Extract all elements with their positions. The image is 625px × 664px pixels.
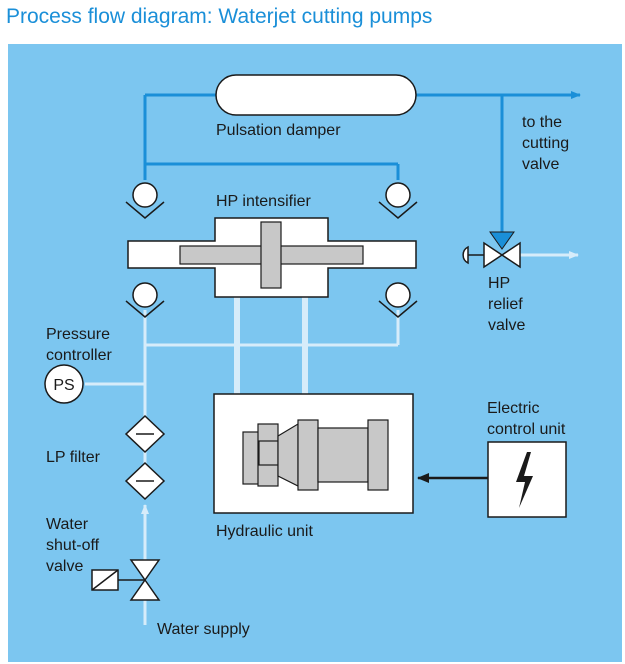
shutoff-valve-label-3: valve <box>46 558 83 575</box>
hydraulic-motor <box>242 419 389 491</box>
hp-relief-label-2: relief <box>488 296 523 313</box>
filter-icon <box>124 461 166 501</box>
shutoff-valve-label-1: Water <box>46 516 89 533</box>
hydraulic-unit-label: Hydraulic unit <box>216 523 313 540</box>
diagram-panel <box>8 44 622 662</box>
hp-intensifier-label: HP intensifier <box>216 193 312 210</box>
solenoid-valve-icon <box>91 559 161 601</box>
check-valve-icon <box>378 182 418 219</box>
cutting-valve-label-2: cutting <box>522 135 569 152</box>
water-supply-label: Water supply <box>157 621 250 638</box>
electric-control-label-1: Electric <box>487 400 539 417</box>
lightning-bolt-icon <box>516 452 533 508</box>
pulsation-damper-label: Pulsation damper <box>216 122 341 139</box>
cutting-valve-label-3: valve <box>522 156 559 173</box>
pressure-controller-label-1: Pressure <box>46 326 110 343</box>
pulsation-damper <box>215 74 417 116</box>
hp-relief-valve <box>462 231 521 269</box>
filter-icon <box>124 414 166 454</box>
high-pressure-lines <box>143 91 581 232</box>
hp-relief-label-3: valve <box>488 317 525 334</box>
check-valve-icon <box>378 282 418 318</box>
cutting-valve-label-1: to the <box>522 114 562 131</box>
shutoff-valve-label-2: shut-off <box>46 537 100 554</box>
page-title: Process flow diagram: Waterjet cutting p… <box>6 5 433 28</box>
pressure-switch-label: PS <box>53 377 74 394</box>
intensifier-piston <box>260 221 282 289</box>
check-valve-icon <box>125 282 165 318</box>
pressure-switch <box>44 364 84 404</box>
lp-filter-label: LP filter <box>46 449 101 466</box>
check-valve-icon <box>125 182 165 219</box>
hp-relief-label-1: HP <box>488 275 510 292</box>
pressure-controller-label-2: controller <box>46 347 112 364</box>
electric-control-label-2: control unit <box>487 421 566 438</box>
hp-intensifier <box>127 217 417 298</box>
